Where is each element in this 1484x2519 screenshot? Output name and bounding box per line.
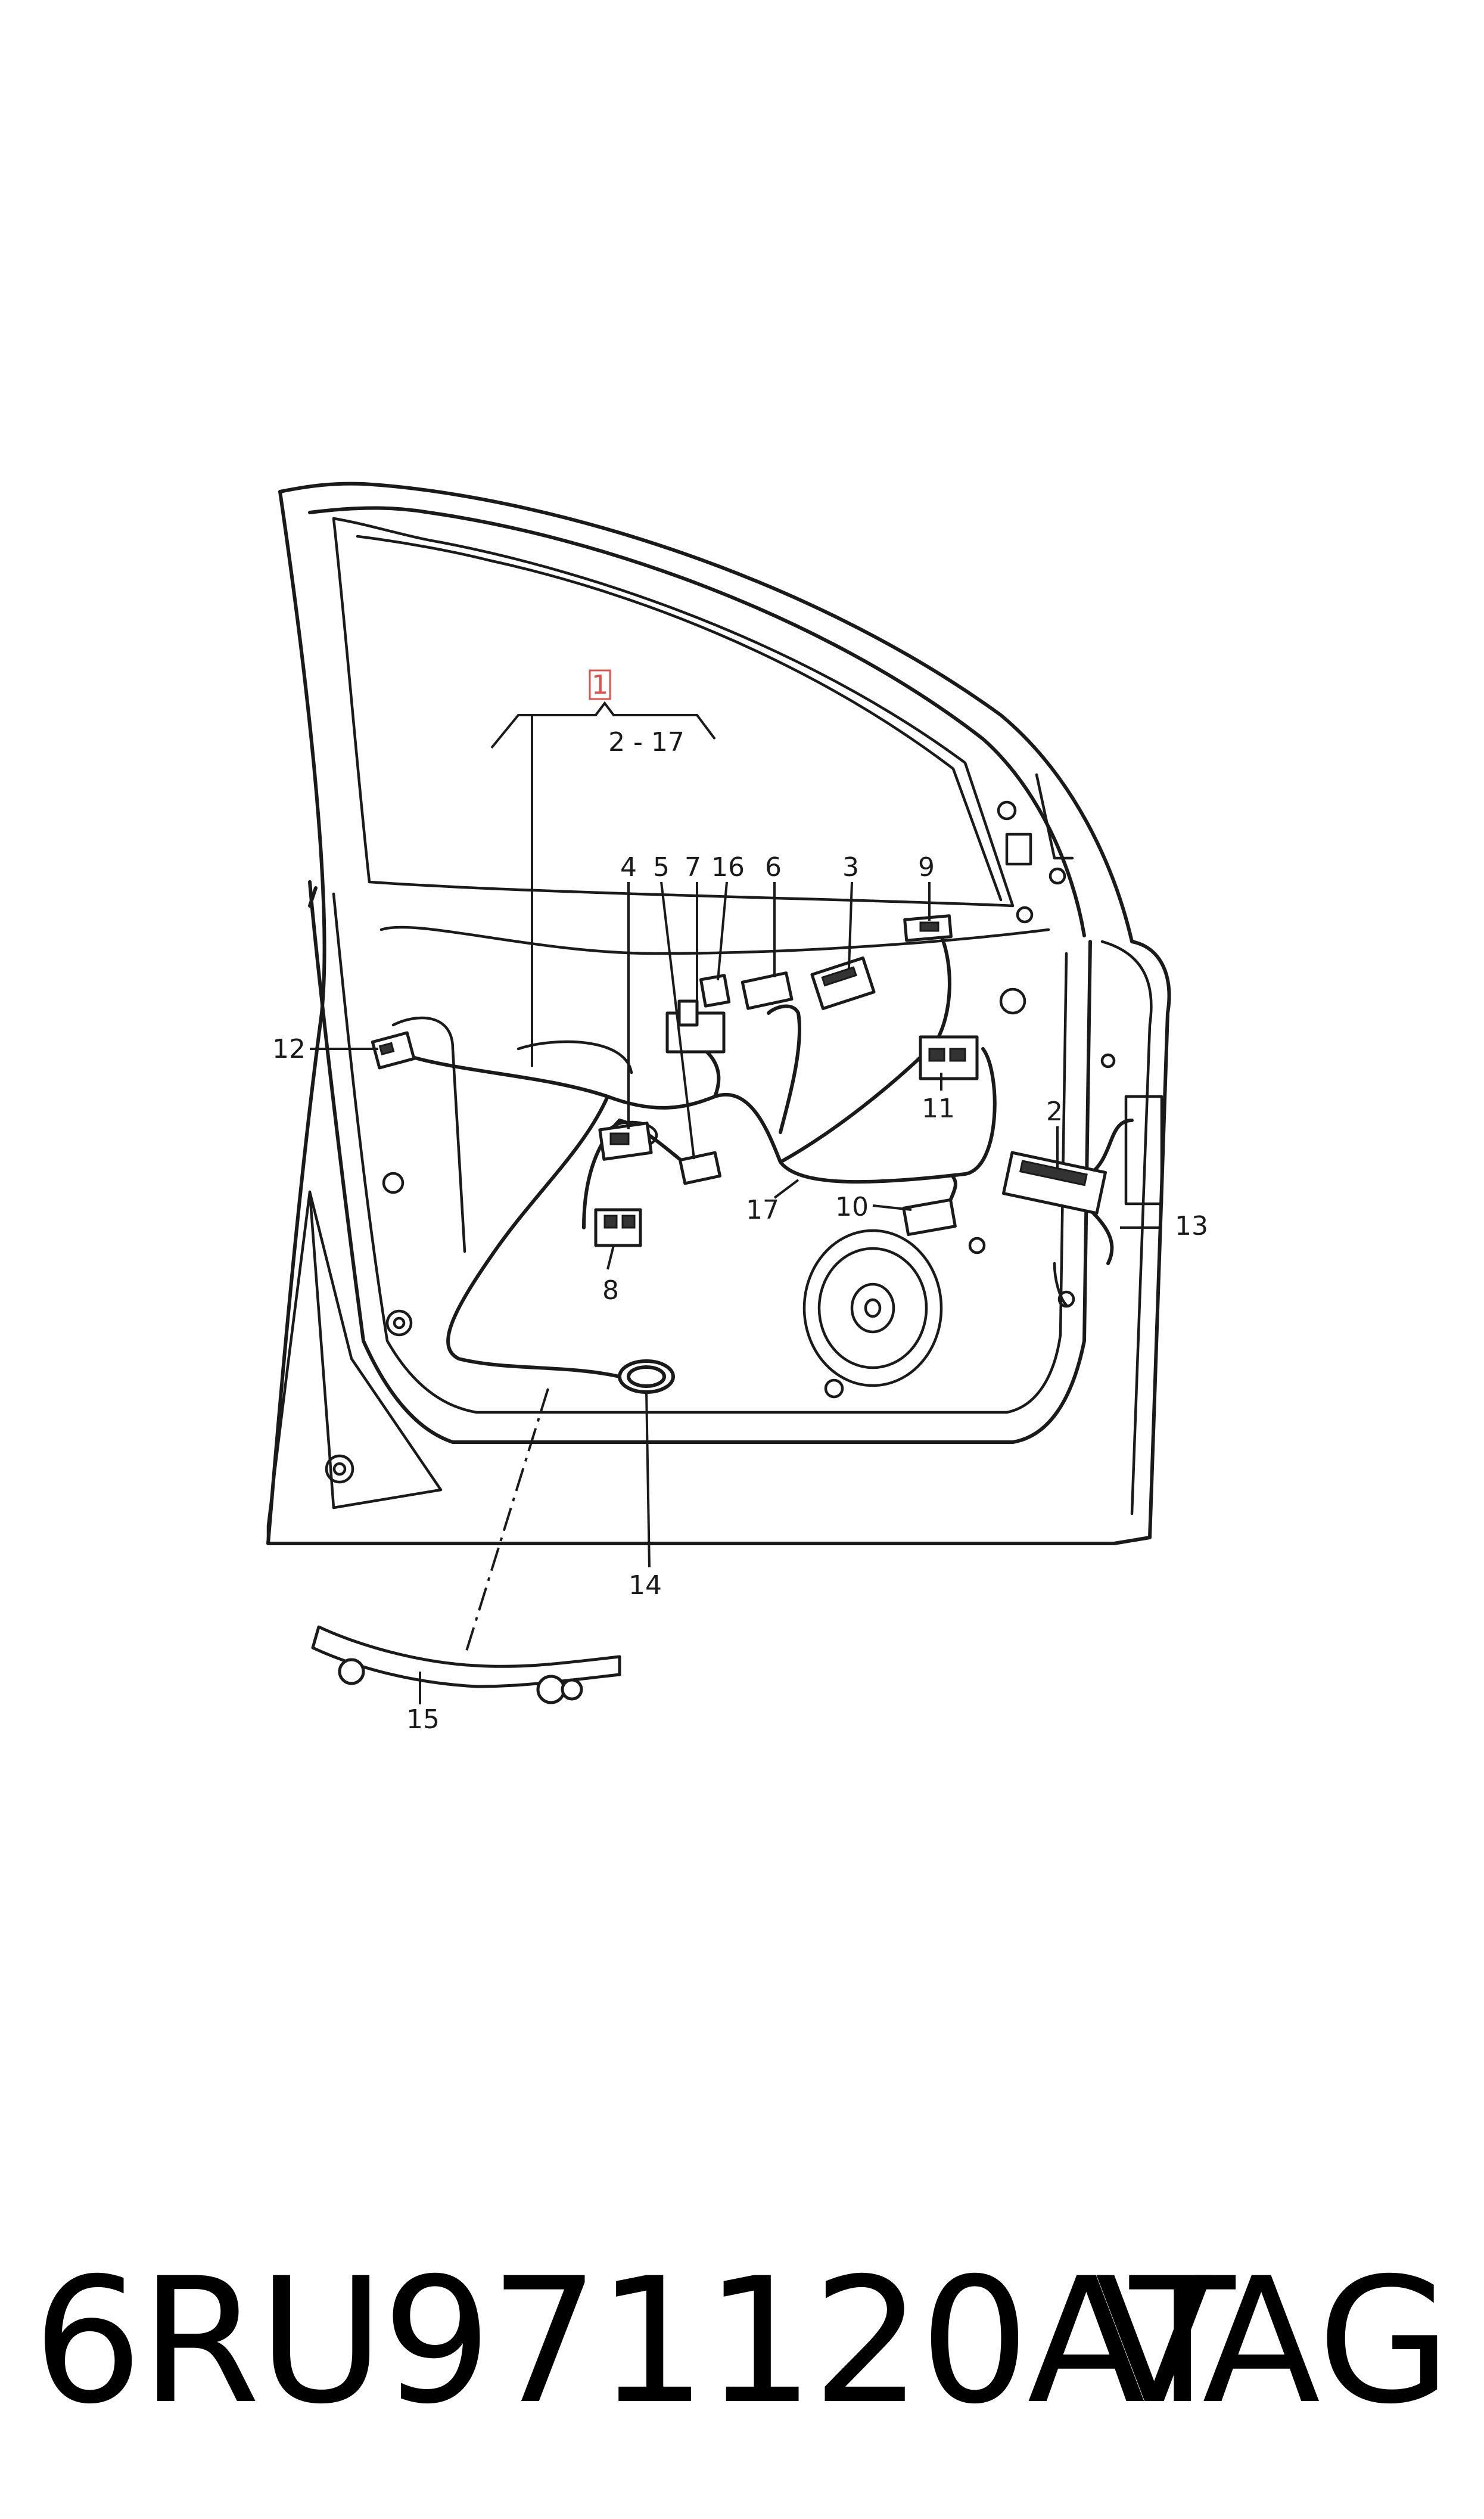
callout-6: 6 [765, 852, 782, 883]
part-number: 6RU971120AT [33, 2241, 1235, 2442]
connector-6 [741, 971, 794, 1010]
rail-part-15 [311, 1625, 621, 1704]
callout-7: 7 [685, 852, 701, 883]
leader-lines [310, 881, 1162, 1704]
footer: 6RU971120AT VAG [0, 2253, 1484, 2431]
callout-2: 2 [1046, 1097, 1063, 1127]
callout-5: 5 [653, 852, 670, 883]
callout-14: 14 [629, 1570, 662, 1601]
connector-10 [902, 1198, 957, 1237]
range-label: 2 - 17 [608, 727, 685, 757]
group-bracket: 1 2 - 17 [490, 669, 716, 1067]
door-speaker [802, 1229, 943, 1387]
callout-17: 17 [746, 1195, 779, 1225]
connector-5 [678, 1151, 722, 1185]
connector-8 [594, 1208, 642, 1247]
assembly-line [463, 1388, 549, 1657]
connector-9 [903, 914, 953, 942]
connector-12 [371, 1031, 416, 1070]
door-frame [266, 482, 1171, 1545]
callout-16: 16 [711, 852, 745, 883]
callout-13: 13 [1175, 1211, 1208, 1241]
connector-3 [810, 956, 876, 1010]
callout-8: 8 [602, 1275, 619, 1306]
callout-12: 12 [272, 1034, 306, 1064]
callout-15: 15 [406, 1704, 440, 1735]
brand-label: VAG [1095, 2241, 1451, 2442]
callout-11: 11 [922, 1094, 955, 1124]
callout-3: 3 [842, 852, 859, 883]
callout-10: 10 [835, 1192, 869, 1222]
connector-2 [1001, 1151, 1107, 1215]
connectors [371, 914, 1107, 1247]
callout-4: 4 [620, 852, 637, 883]
connector-11 [919, 1035, 979, 1080]
callout-1: 1 [592, 670, 608, 700]
callouts: 4 5 7 16 6 3 9 12 11 2 17 10 13 8 14 15 [272, 852, 1208, 1735]
highlight-box [589, 669, 611, 700]
connector-4 [598, 1122, 653, 1161]
connector-16 [699, 974, 731, 1008]
callout-9: 9 [918, 852, 935, 883]
